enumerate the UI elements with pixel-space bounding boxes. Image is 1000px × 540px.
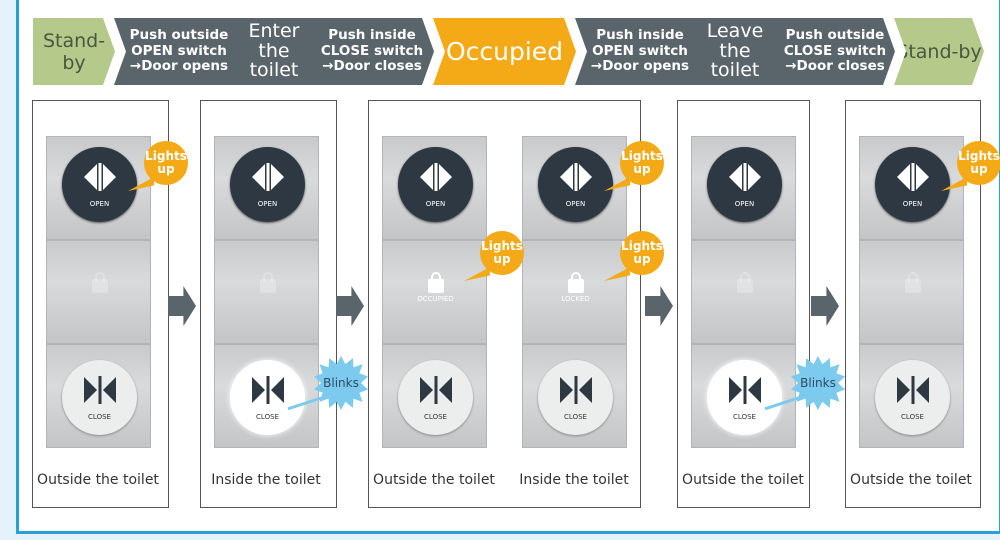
padlock-icon <box>259 272 276 293</box>
lock-indicator-plate: OCCUPIED <box>382 240 487 344</box>
open-button[interactable]: OPEN <box>875 147 950 222</box>
open-doors-icon <box>896 162 930 196</box>
close-doors-icon <box>83 375 117 409</box>
panel-caption: Outside the toilet <box>682 472 804 488</box>
lock-indicator-plate: LOCKED <box>522 240 627 344</box>
close-button-label: CLOSE <box>256 412 279 421</box>
open-doors-icon <box>251 162 285 196</box>
open-switch-plate: OPEN <box>522 136 627 240</box>
close-switch-plate: CLOSE <box>214 344 319 448</box>
panel-caption: Inside the toilet <box>519 472 629 488</box>
panel-caption: Inside the toilet <box>211 472 321 488</box>
stage-occupied: Occupied <box>433 18 576 85</box>
lock-indicator <box>692 272 797 295</box>
lock-indicator-plate <box>691 240 796 344</box>
open-switch-plate: OPEN <box>46 136 151 240</box>
panel-caption: Outside the toilet <box>373 472 495 488</box>
close-button-label: CLOSE <box>733 412 756 421</box>
open-button[interactable]: OPEN <box>230 147 305 222</box>
switch-panel: OPEN CLOSE <box>691 136 796 450</box>
close-button[interactable]: CLOSE <box>398 360 473 435</box>
open-button-label: OPEN <box>257 199 278 208</box>
close-switch-plate: CLOSE <box>691 344 796 448</box>
lock-indicator-plate <box>46 240 151 344</box>
open-button-label: OPEN <box>425 199 446 208</box>
open-button-label: OPEN <box>565 199 586 208</box>
open-switch-plate: OPEN <box>691 136 796 240</box>
padlock-icon <box>567 272 584 293</box>
close-button-label: CLOSE <box>88 412 111 421</box>
stage-steps-exit: Push inside OPEN switch →Door opens Leav… <box>575 18 895 85</box>
lights-up-callout: Lights up <box>480 231 524 275</box>
stage-label: Stand-by <box>42 29 106 74</box>
open-button[interactable]: OPEN <box>707 147 782 222</box>
lock-indicator: OCCUPIED <box>383 272 488 303</box>
step-leave-toilet: Leave the toilet <box>706 19 764 82</box>
open-switch-plate: OPEN <box>859 136 964 240</box>
close-button[interactable]: CLOSE <box>230 360 305 435</box>
close-switch-plate: CLOSE <box>46 344 151 448</box>
close-doors-icon <box>728 375 762 409</box>
lights-up-callout: Lights up <box>620 141 664 185</box>
panel-caption: Outside the toilet <box>850 472 972 488</box>
close-button-label: CLOSE <box>424 412 447 421</box>
padlock-icon <box>904 272 921 293</box>
step-push-outside-open: Push outside OPEN switch →Door opens <box>129 27 229 75</box>
open-doors-icon <box>728 162 762 196</box>
switch-panel: OPEN CLOSE <box>859 136 964 450</box>
open-doors-icon <box>419 162 453 196</box>
close-button[interactable]: CLOSE <box>875 360 950 435</box>
step-enter-toilet: Enter the toilet <box>248 19 300 82</box>
step-push-inside-close: Push inside CLOSE switch →Door closes <box>320 27 424 75</box>
open-button[interactable]: OPEN <box>398 147 473 222</box>
stage-label: Stand-by <box>896 40 982 63</box>
lock-indicator-plate <box>214 240 319 344</box>
lock-indicator <box>215 272 320 295</box>
close-switch-plate: CLOSE <box>859 344 964 448</box>
panel-caption: Outside the toilet <box>37 472 159 488</box>
switch-panel: OPEN CLOSE <box>214 136 319 450</box>
close-doors-icon <box>559 375 593 409</box>
lights-up-callout: Lights up <box>957 141 1000 185</box>
step-push-outside-close: Push outside CLOSE switch →Door closes <box>783 27 887 75</box>
step-push-inside-open: Push inside OPEN switch →Door opens <box>590 27 690 75</box>
lock-indicator: LOCKED <box>523 272 628 303</box>
open-switch-plate: OPEN <box>214 136 319 240</box>
open-button-label: OPEN <box>734 199 755 208</box>
open-button-label: OPEN <box>902 199 923 208</box>
padlock-icon <box>91 272 108 293</box>
stage-standby-start: Stand-by <box>33 18 115 85</box>
close-doors-icon <box>896 375 930 409</box>
lock-indicator-plate <box>859 240 964 344</box>
close-doors-icon <box>251 375 285 409</box>
stage-standby-end: Stand-by <box>894 18 984 85</box>
open-button[interactable]: OPEN <box>62 147 137 222</box>
lights-up-callout: Lights up <box>620 231 664 275</box>
padlock-icon <box>736 272 753 293</box>
lights-up-callout: Lights up <box>144 141 188 185</box>
close-button[interactable]: CLOSE <box>707 360 782 435</box>
lock-indicator-label: OCCUPIED <box>417 295 454 303</box>
close-switch-plate: CLOSE <box>382 344 487 448</box>
switch-panel: OPEN OCCUPIED CLOSE <box>382 136 487 450</box>
close-button-label: CLOSE <box>564 412 587 421</box>
close-doors-icon <box>419 375 453 409</box>
open-doors-icon <box>559 162 593 196</box>
stage-label: Occupied <box>445 37 564 66</box>
stage-steps-entry: Push outside OPEN switch →Door opens Ent… <box>114 18 434 85</box>
close-button-label: CLOSE <box>901 412 924 421</box>
padlock-icon <box>427 272 444 293</box>
switch-panel: OPEN CLOSE <box>46 136 151 450</box>
lock-indicator <box>47 272 152 295</box>
close-button[interactable]: CLOSE <box>538 360 613 435</box>
lock-indicator <box>860 272 965 295</box>
lock-indicator-label: LOCKED <box>561 295 590 303</box>
close-button[interactable]: CLOSE <box>62 360 137 435</box>
open-doors-icon <box>83 162 117 196</box>
close-switch-plate: CLOSE <box>522 344 627 448</box>
switch-panel: OPEN LOCKED CLOSE <box>522 136 627 450</box>
open-switch-plate: OPEN <box>382 136 487 240</box>
open-button-label: OPEN <box>89 199 110 208</box>
open-button[interactable]: OPEN <box>538 147 613 222</box>
